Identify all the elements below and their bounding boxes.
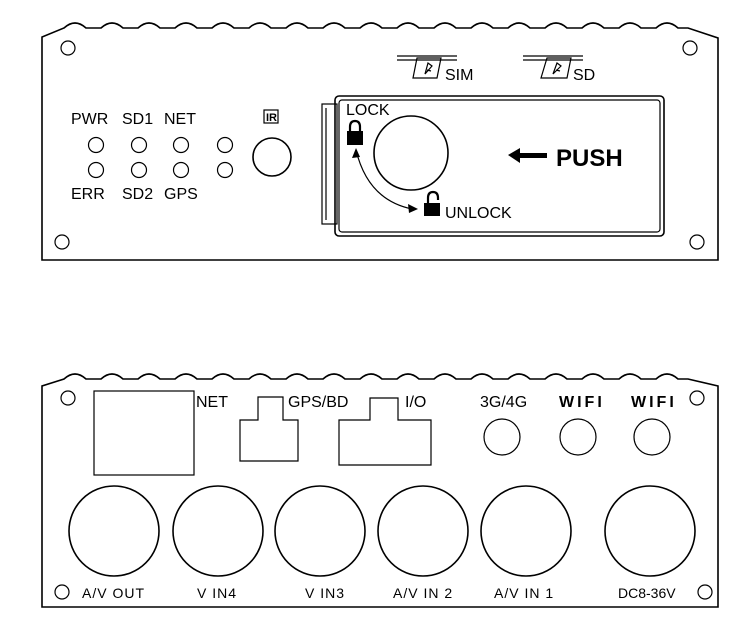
gps-bd-port[interactable] [239, 396, 299, 462]
av-in1-connector[interactable] [480, 485, 572, 577]
storage-cover[interactable] [321, 95, 665, 237]
led-label-err: ERR [71, 186, 105, 203]
arrow-up-icon [424, 61, 433, 75]
vin3-label: V IN3 [305, 585, 345, 601]
sim-slot[interactable] [397, 55, 457, 79]
led-label-gps: GPS [164, 186, 198, 203]
sim-label: SIM [445, 67, 473, 84]
led-sd1 [130, 136, 148, 154]
av-out-connector[interactable] [68, 485, 160, 577]
wifi-1-label: WIFI [559, 394, 605, 411]
screw-hole [697, 584, 713, 600]
wifi-1-port[interactable] [559, 418, 597, 456]
ir-label: IR [266, 112, 277, 124]
led-pwr [87, 136, 105, 154]
cover-plate [334, 95, 665, 237]
cover-lock-dial[interactable] [373, 115, 449, 191]
antenna-3g4g-label: 3G/4G [480, 394, 527, 411]
lock-closed-icon [347, 119, 363, 145]
lock-open-icon [424, 190, 440, 216]
screw-hole [54, 234, 70, 250]
led-net [172, 136, 190, 154]
vin4-connector[interactable] [172, 485, 264, 577]
io-port[interactable] [338, 397, 432, 466]
push-arrow-icon [508, 148, 547, 163]
screw-hole [689, 390, 705, 406]
arrow-up-icon [552, 62, 562, 75]
av-in1-label: A/V IN 1 [494, 585, 554, 601]
wifi-2-label: WIFI [631, 394, 677, 411]
gps-bd-label: GPS/BD [288, 394, 348, 411]
net-port-label: NET [196, 394, 228, 411]
dc-connector[interactable] [604, 485, 696, 577]
arrow-head-icon [408, 204, 418, 213]
rotate-arrow [355, 149, 413, 210]
av-in2-label: A/V IN 2 [393, 585, 453, 601]
screw-hole [54, 584, 70, 600]
sd-card-icon [540, 57, 572, 79]
io-label: I/O [405, 394, 426, 411]
led-sd2 [130, 161, 148, 179]
push-label: PUSH [556, 145, 623, 172]
back-panel-outline [41, 373, 719, 608]
led-gps [172, 161, 190, 179]
wifi-2-port[interactable] [633, 418, 671, 456]
front-panel: PWR SD1 NET ERR SD2 GPS IR SIM [41, 22, 719, 261]
led-err [87, 161, 105, 179]
screw-hole [682, 40, 698, 56]
sim-card-icon [412, 57, 442, 79]
led-label-pwr: PWR [71, 111, 108, 128]
screw-hole [60, 390, 76, 406]
cover-hinge [321, 103, 338, 225]
lock-label: LOCK [346, 102, 390, 119]
av-out-label: A/V OUT [82, 585, 145, 601]
unlock-label: UNLOCK [445, 205, 512, 222]
av-in2-connector[interactable] [377, 485, 469, 577]
vin3-connector[interactable] [274, 485, 366, 577]
ir-badge [263, 109, 279, 124]
led-extra-top [216, 136, 234, 154]
sd-slot[interactable] [523, 55, 583, 79]
screw-hole [60, 40, 76, 56]
led-label-sd2: SD2 [122, 186, 153, 203]
antenna-3g4g-port[interactable] [483, 418, 521, 456]
front-panel-outline [41, 22, 719, 261]
back-panel: NET GPS/BD I/O 3G/4G WIFI WIFI A/V OUT V… [41, 373, 719, 608]
vin4-label: V IN4 [197, 585, 237, 601]
ir-sensor-window [252, 137, 292, 177]
arrow-head-icon [352, 148, 360, 158]
screw-hole [689, 234, 705, 250]
sd-label: SD [573, 67, 595, 84]
led-extra-bottom [216, 161, 234, 179]
led-label-net: NET [164, 111, 196, 128]
dc-label: DC8-36V [618, 585, 676, 601]
led-label-sd1: SD1 [122, 111, 153, 128]
net-port[interactable] [93, 390, 195, 476]
